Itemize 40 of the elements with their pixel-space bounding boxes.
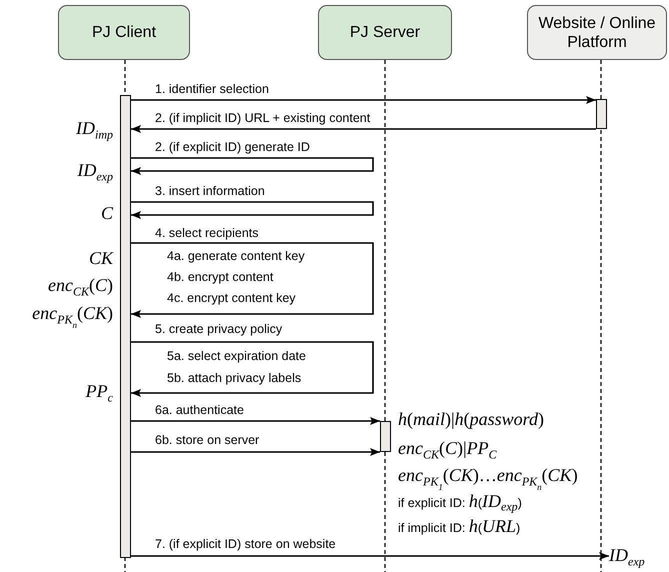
step-label: if implicit ID: h(URL) [398, 516, 520, 538]
formula-label: C [100, 203, 113, 223]
participant-box: Website / Online Platform [527, 5, 667, 60]
step-label: if explicit ID: h(ID$_{exp}$) [398, 491, 522, 516]
message-arrow [131, 242, 374, 318]
message-arrow [131, 417, 380, 425]
message-arrow [131, 448, 380, 456]
edge-label: 6b. store on server [153, 433, 262, 447]
edge-label: 3. insert information [153, 184, 267, 198]
step-label: 5a. select expiration date [167, 348, 306, 365]
message-arrow [131, 96, 596, 104]
formula-label: h(mail)|h(password) [398, 409, 544, 429]
step-label: 4c. encrypt content key [167, 290, 296, 307]
edge-label: 6a. authenticate [153, 403, 246, 417]
formula-label: enc$_{CK}$(C) [48, 275, 113, 301]
formula-label: ID$_{exp}$ [609, 545, 667, 569]
edge-label: 1. identifier selection [153, 82, 271, 96]
activation-bar [120, 95, 131, 558]
step-label: 5b. attach privacy labels [167, 370, 302, 387]
message-arrow [131, 552, 609, 560]
participant-box: PJ Client [58, 5, 190, 60]
edge-label: 2. (if implicit ID) URL + existing content [153, 111, 372, 125]
message-arrow [131, 125, 596, 133]
participant-box: PJ Server [318, 5, 452, 60]
step-label: 4b. encrypt content [167, 269, 274, 286]
formula-label: ID$_{imp}$ [76, 118, 113, 144]
edge-label: 7. (if explicit ID) store on website [153, 537, 338, 551]
message-arrow [131, 341, 374, 397]
activation-bar [596, 99, 607, 129]
formula-label: CK [88, 248, 113, 268]
activation-bar [380, 421, 391, 452]
step-label: 4a. generate content key [167, 248, 305, 265]
edge-label: 5. create privacy policy [153, 322, 284, 336]
edge-label: 4. select recipients [153, 226, 261, 240]
formula-label: PP$_{c}$ [86, 381, 113, 407]
edge-label: 2. (if explicit ID) generate ID [153, 140, 312, 154]
message-arrow [131, 201, 374, 219]
message-arrow [131, 157, 374, 175]
formula-label: enc$_{CK}$(C)|PP$_{C}$ [398, 438, 497, 464]
formula-label: ID$_{exp}$ [77, 160, 113, 186]
